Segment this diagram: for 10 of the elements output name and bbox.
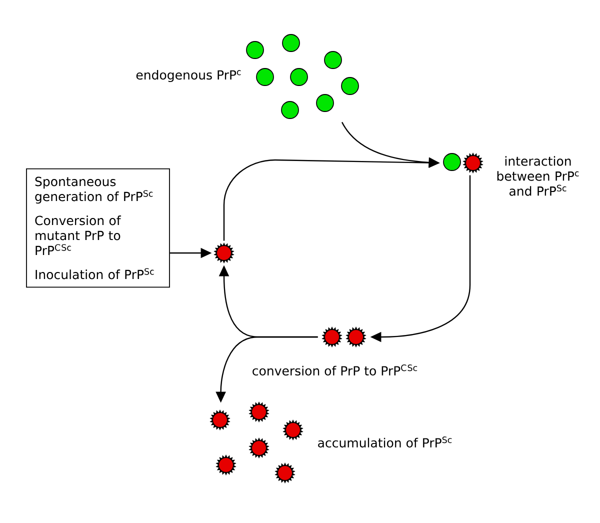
prion-drawing [322, 326, 366, 348]
node-label: endogenous PrP$^{c}$ [136, 70, 241, 82]
source-box: Spontaneous generation of PrP$^{Sc}$ Conversion of mutant PrP to PrP$^{CSc}$ Inoculation of PrP$^{Sc}$ [26, 168, 170, 288]
node-label: accumulation of PrP$^{Sc}$ [318, 436, 452, 448]
node-label: interaction between PrP$^{c}$ and PrP$^{Sc}$ [497, 156, 579, 196]
protein-drawing [443, 152, 484, 174]
prion-drawing [210, 402, 304, 484]
prion-drawing [214, 242, 234, 264]
node-label: conversion of PrP to PrP$^{CSc}$ [252, 364, 418, 376]
protein-drawing [246, 34, 359, 119]
